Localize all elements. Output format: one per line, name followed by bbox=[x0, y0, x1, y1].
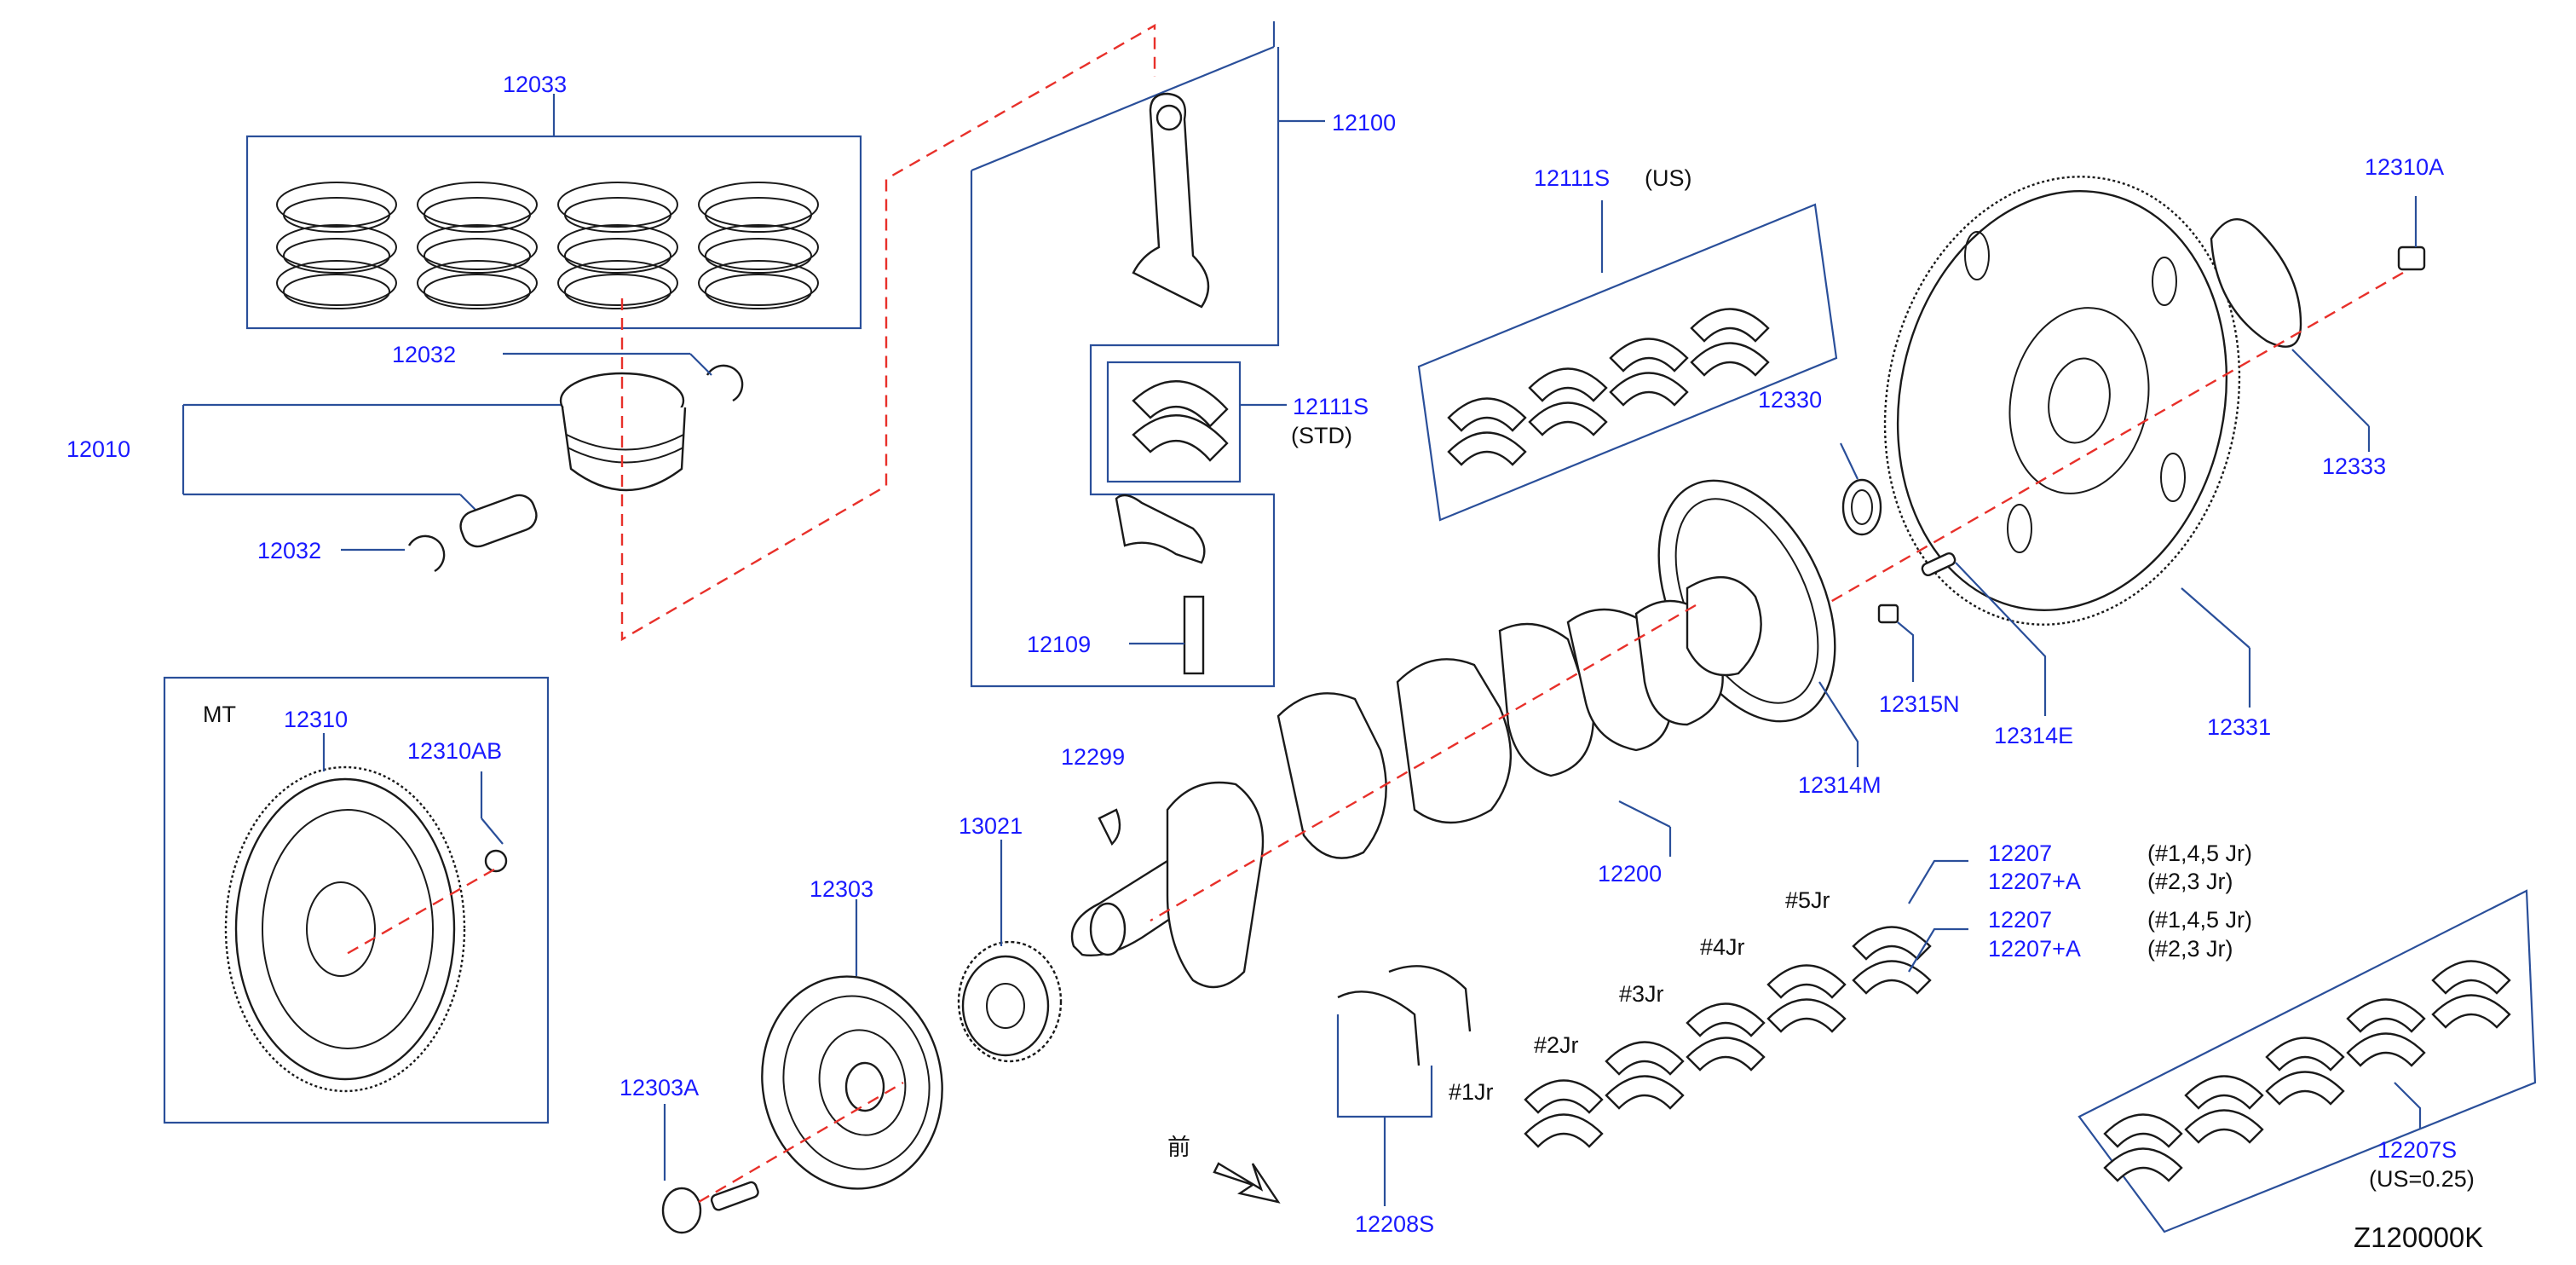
label-12330[interactable]: 12330 bbox=[1758, 387, 1822, 413]
label-12299[interactable]: 12299 bbox=[1061, 744, 1125, 770]
label-jr1: #1Jr bbox=[1449, 1079, 1494, 1105]
label-13021[interactable]: 13021 bbox=[959, 813, 1023, 839]
part-labels: 12033 12032 12010 12032 12100 12111S (ST… bbox=[66, 72, 2483, 1253]
flex-plate[interactable] bbox=[1844, 143, 2279, 708]
label-12331[interactable]: 12331 bbox=[2207, 714, 2271, 740]
main-bearing-us-set[interactable] bbox=[2078, 889, 2537, 1233]
oil-seal[interactable] bbox=[1840, 442, 1882, 536]
crank-sprocket[interactable] bbox=[957, 840, 1063, 1063]
label-std: (STD) bbox=[1291, 423, 1352, 448]
rod-bearing-std[interactable] bbox=[1106, 361, 1287, 483]
note-jr145-1: (#1,4,5 Jr) bbox=[2147, 840, 2252, 866]
label-us025: (US=0.25) bbox=[2369, 1166, 2475, 1192]
piston-ring-set[interactable] bbox=[245, 94, 862, 330]
label-12111s-std[interactable]: 12111S bbox=[1293, 394, 1369, 419]
piston-pin-clip-upper[interactable] bbox=[503, 352, 744, 402]
label-12310a[interactable]: 12310A bbox=[2365, 154, 2444, 180]
label-12032-upper[interactable]: 12032 bbox=[392, 342, 456, 367]
label-jr3: #3Jr bbox=[1619, 981, 1664, 1007]
note-jr145-2: (#1,4,5 Jr) bbox=[2147, 907, 2252, 933]
label-jr5: #5Jr bbox=[1785, 887, 1830, 913]
label-12033[interactable]: 12033 bbox=[503, 72, 567, 97]
label-12310ab[interactable]: 12310AB bbox=[407, 738, 502, 764]
pulley-bolt[interactable] bbox=[661, 1104, 759, 1234]
centerline-piston-rod bbox=[620, 23, 1156, 642]
label-jr4: #4Jr bbox=[1700, 934, 1745, 960]
piston-pin-clip-lower[interactable] bbox=[341, 534, 446, 573]
label-12100[interactable]: 12100 bbox=[1332, 110, 1396, 136]
diagram-code: Z120000K bbox=[2354, 1222, 2483, 1253]
label-12032-lower[interactable]: 12032 bbox=[257, 538, 321, 563]
label-12207-1[interactable]: 12207 bbox=[1988, 840, 2052, 866]
label-12208s[interactable]: 12208S bbox=[1355, 1211, 1434, 1237]
mt-flywheel-box[interactable] bbox=[163, 676, 550, 1124]
thrust-bearing-set[interactable] bbox=[1336, 965, 1472, 1206]
centerline-pulley bbox=[698, 1081, 904, 1204]
label-12207a-2[interactable]: 12207+A bbox=[1988, 936, 2081, 962]
piston-assembly[interactable] bbox=[182, 372, 687, 551]
label-12310[interactable]: 12310 bbox=[284, 707, 348, 732]
label-12111s-us[interactable]: 12111S bbox=[1534, 165, 1610, 191]
note-jr23-2: (#2,3 Jr) bbox=[2147, 936, 2233, 962]
label-12314e[interactable]: 12314E bbox=[1994, 723, 2073, 748]
label-12333[interactable]: 12333 bbox=[2322, 453, 2386, 479]
front-direction-arrow-icon bbox=[1213, 1162, 1281, 1204]
label-front: 前 bbox=[1167, 1135, 1190, 1160]
dowel-pin[interactable] bbox=[1921, 552, 2047, 716]
crankshaft[interactable] bbox=[1070, 576, 1762, 989]
label-12303a[interactable]: 12303A bbox=[620, 1075, 699, 1100]
label-12303[interactable]: 12303 bbox=[810, 876, 873, 902]
centerline-crank bbox=[1150, 604, 1697, 922]
label-12200[interactable]: 12200 bbox=[1598, 861, 1662, 887]
label-12207s[interactable]: 12207S bbox=[2377, 1137, 2457, 1163]
signal-plate-bolt[interactable] bbox=[1877, 604, 1915, 682]
label-12109[interactable]: 12109 bbox=[1027, 632, 1091, 657]
label-12207-2[interactable]: 12207 bbox=[1988, 907, 2052, 933]
woodruff-key[interactable] bbox=[1098, 808, 1121, 846]
bearing-set-us[interactable] bbox=[1417, 200, 1838, 522]
label-12314m[interactable]: 12314M bbox=[1798, 772, 1882, 798]
centerline-mt bbox=[344, 868, 495, 956]
main-bearing-row[interactable] bbox=[1524, 859, 1968, 1148]
crank-pulley[interactable] bbox=[746, 899, 959, 1203]
label-12207a-1[interactable]: 12207+A bbox=[1988, 869, 2081, 894]
label-us: (US) bbox=[1645, 165, 1692, 191]
flex-plate-bolt[interactable] bbox=[2397, 196, 2426, 271]
label-12010[interactable]: 12010 bbox=[66, 436, 130, 462]
label-jr2: #2Jr bbox=[1534, 1032, 1579, 1058]
label-12315n[interactable]: 12315N bbox=[1879, 691, 1960, 717]
label-mt: MT bbox=[203, 702, 236, 727]
reinforcement-plate[interactable] bbox=[2210, 217, 2371, 452]
connecting-rod-assembly[interactable] bbox=[970, 21, 1325, 688]
note-jr23-1: (#2,3 Jr) bbox=[2147, 869, 2233, 894]
